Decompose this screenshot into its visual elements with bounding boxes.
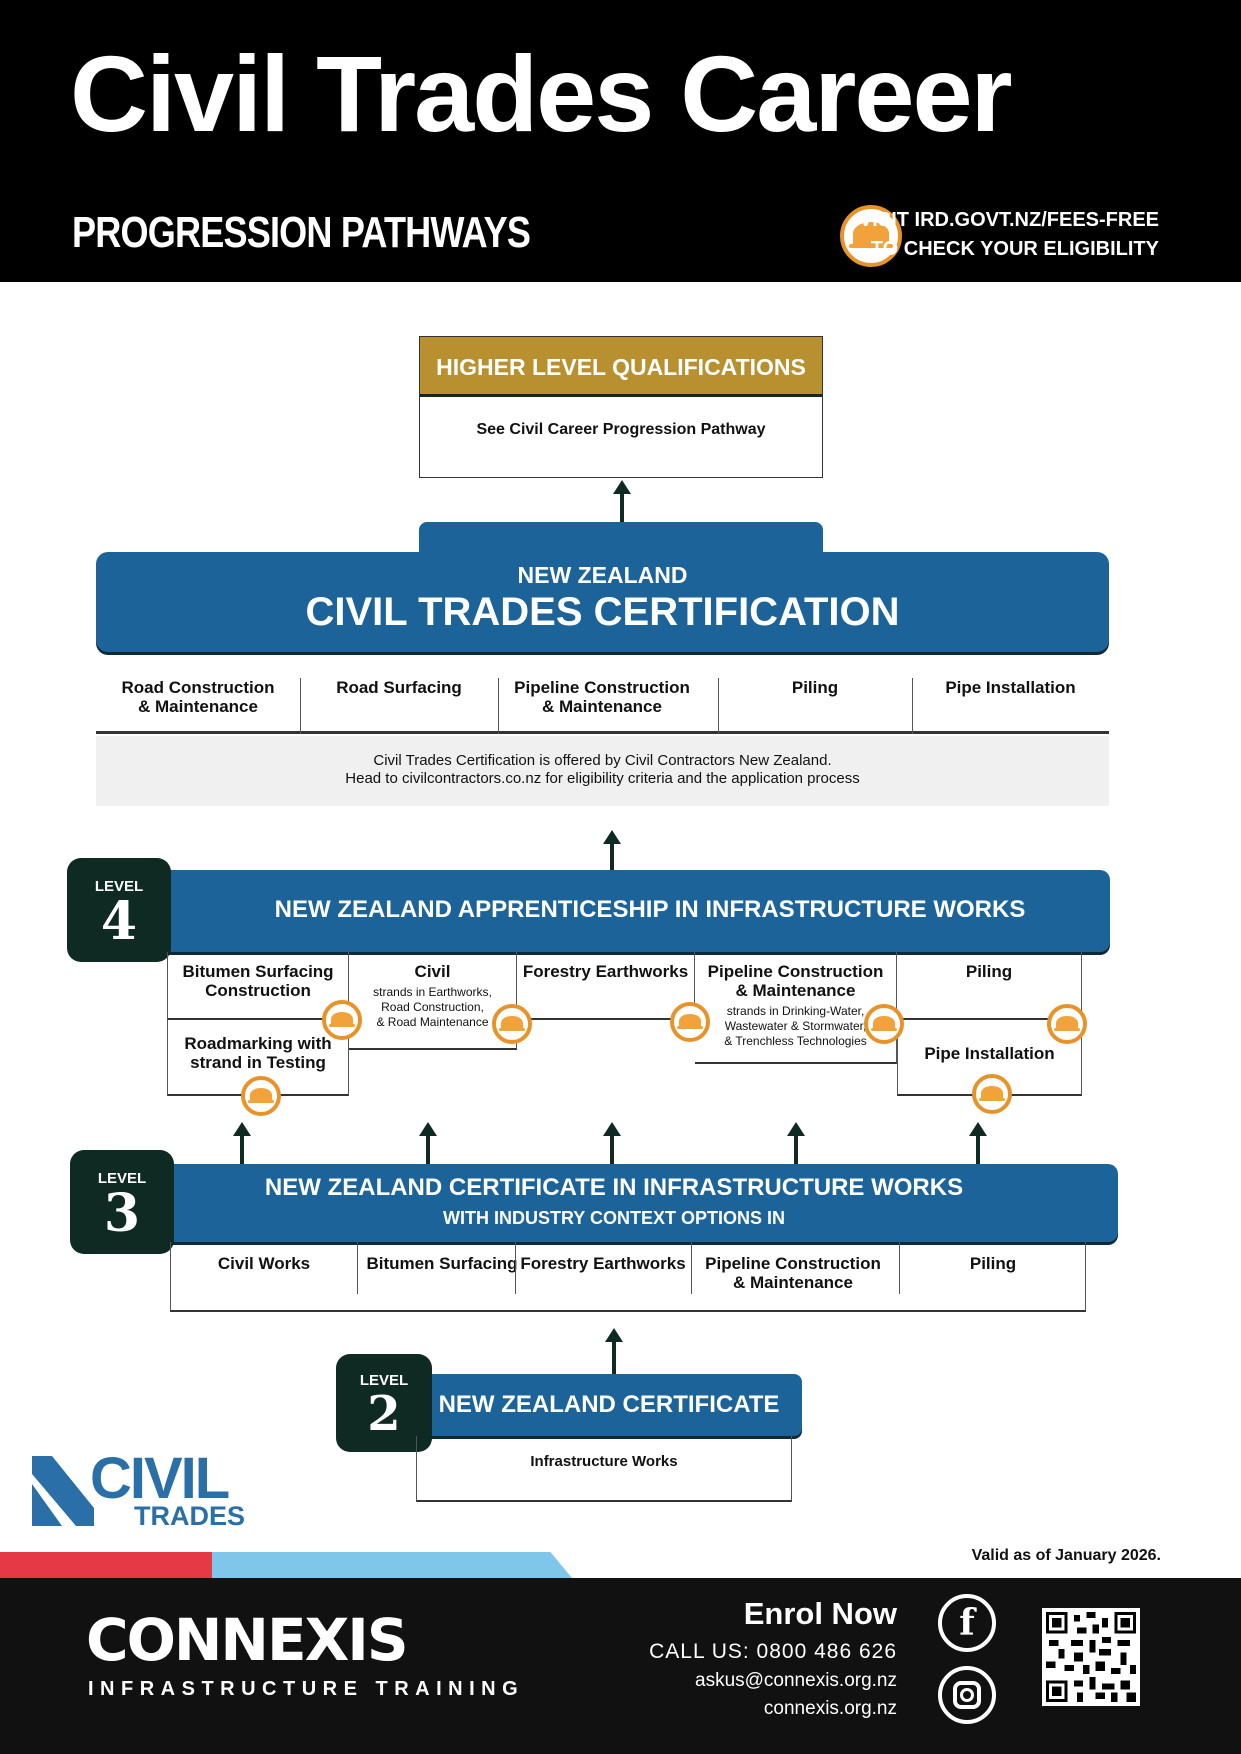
hard-hat-icon [840,205,902,267]
level4-piling: Piling [965,962,1013,981]
certification-note-line-2: Head to civilcontractors.co.nz for eligi… [345,770,860,787]
divider [357,1242,358,1294]
arrow-up [603,1122,621,1164]
arrow-up [419,1122,437,1164]
level4-badge: LEVEL 4 [67,858,171,962]
level3-header: NEW ZEALAND CERTIFICATE IN INFRASTRUCTUR… [150,1164,1118,1242]
cert-col-pipeline: Pipeline Construction& Maintenance [514,678,690,716]
hard-hat-icon [972,1074,1012,1114]
level4-header: NEW ZEALAND APPRENTICESHIP IN INFRASTRUC… [150,870,1110,952]
level4-civil-box: Civil strands in Earthworks, Road Constr… [349,952,517,1050]
page-title: Civil Trades Career [70,33,1013,154]
level2-title: NEW ZEALAND CERTIFICATE [438,1391,780,1418]
arrow-up [787,1122,805,1164]
divider [691,1242,692,1294]
hard-hat-icon [864,1004,904,1044]
divider [718,678,719,734]
level2-badge: LEVEL 2 [336,1354,432,1452]
header: Civil Trades Career PROGRESSION PATHWAYS… [0,0,1241,282]
divider [515,1242,516,1294]
higher-level-box: HIGHER LEVEL QUALIFICATIONS See Civil Ca… [419,336,823,478]
civil-trades-logo: CIVIL TRADES [32,1450,282,1531]
level4-pipe-install: Pipe Installation [924,1044,1055,1063]
level3-columns: Civil Works Bitumen Surfacing Forestry E… [170,1242,1086,1312]
arrow-up [605,1328,623,1374]
level3-col-piling: Piling [969,1254,1017,1273]
certification-note: Civil Trades Certification is offered by… [96,736,1109,806]
email-link[interactable]: askus@connexis.org.nz [695,1670,897,1691]
hard-hat-icon [492,1004,532,1044]
hard-hat-icon [241,1076,281,1116]
level3-col-civil-works: Civil Works [217,1254,311,1273]
level4-piling-box: Piling [897,952,1082,1020]
level4-title: NEW ZEALAND APPRENTICESHIP IN INFRASTRUC… [274,896,1026,923]
level2-header: NEW ZEALAND CERTIFICATE [380,1374,802,1436]
divider [912,678,913,734]
cert-col-pipe-installation: Pipe Installation [945,678,1076,697]
level4-forestry-box: Forestry Earthworks [517,952,695,1020]
level4-forestry: Forestry Earthworks [522,962,689,981]
certification-line-2: CIVIL TRADES CERTIFICATION [305,590,900,634]
website-link[interactable]: connexis.org.nz [763,1698,897,1719]
certification-header: NEW ZEALAND CIVIL TRADES CERTIFICATION [96,552,1109,652]
eligibility-line-1: VISIT IRD.GOVT.NZ/FEES-FREE [858,209,1159,231]
logo-mark [32,1456,94,1526]
phone-number[interactable]: CALL US: 0800 486 626 [649,1640,897,1663]
cert-col-piling: Piling [791,678,839,697]
cert-col-road-surfacing: Road Surfacing [336,678,462,697]
certification-line-1: NEW ZEALAND [517,562,688,588]
level4-civil: Civil strands in Earthworks, Road Constr… [373,962,492,1029]
level3-col-pipeline: Pipeline Construction& Maintenance [705,1254,881,1292]
certification-note-line-1: Civil Trades Certification is offered by… [373,752,832,769]
arrow-up [233,1122,251,1164]
level2-body: Infrastructure Works [530,1453,678,1470]
level3-col-bitumen: Bitumen Surfacing [366,1254,518,1273]
instagram-icon[interactable] [938,1666,996,1724]
arrow-up [603,830,621,870]
hard-hat-icon [322,1000,362,1040]
divider [498,678,499,734]
level3-subtitle: WITH INDUSTRY CONTEXT OPTIONS IN [442,1208,785,1228]
logo-word-trades: TRADES [134,1501,246,1531]
arrow-up [969,1122,987,1164]
connexis-logo: CONNEXIS [86,1606,409,1674]
arrow-up [613,480,631,524]
enrol-now: Enrol Now [743,1596,897,1631]
divider [300,678,301,734]
level3-badge: LEVEL 3 [70,1150,174,1254]
level2-body-box: Infrastructure Works [416,1436,792,1502]
level3-title: NEW ZEALAND CERTIFICATE IN INFRASTRUCTUR… [264,1174,964,1201]
level3-col-forestry: Forestry Earthworks [520,1254,686,1273]
divider [899,1242,900,1294]
connexis-tagline: INFRASTRUCTURE TRAINING [88,1678,525,1700]
level4-pipeline: Pipeline Construction& Maintenance stran… [707,962,884,1048]
accent-stripe-blue [212,1552,572,1578]
eligibility-notice: VISIT IRD.GOVT.NZ/FEES-FREE TO CHECK YOU… [859,206,1159,264]
valid-date: Valid as of January 2026. [971,1547,1161,1564]
hard-hat-icon [1047,1004,1087,1044]
footer: CONNEXIS INFRASTRUCTURE TRAINING Enrol N… [0,1578,1241,1754]
eligibility-line-2: TO CHECK YOUR ELIGIBILITY [870,238,1159,260]
higher-level-title: HIGHER LEVEL QUALIFICATIONS [420,337,822,397]
higher-level-body: See Civil Career Progression Pathway [476,421,766,438]
level4-pipeline-box: Pipeline Construction& Maintenance stran… [695,952,897,1064]
cert-col-road-construction: Road Construction& Maintenance [121,678,275,716]
logo-word-civil: CIVIL [90,1446,230,1511]
certification-columns: Road Construction& Maintenance Road Surf… [96,660,1109,734]
accent-stripe-red [0,1552,212,1578]
hard-hat-icon [670,1002,710,1042]
facebook-icon[interactable]: f [938,1594,996,1652]
qr-code[interactable] [1042,1608,1140,1706]
page-subtitle: PROGRESSION PATHWAYS [72,208,531,257]
